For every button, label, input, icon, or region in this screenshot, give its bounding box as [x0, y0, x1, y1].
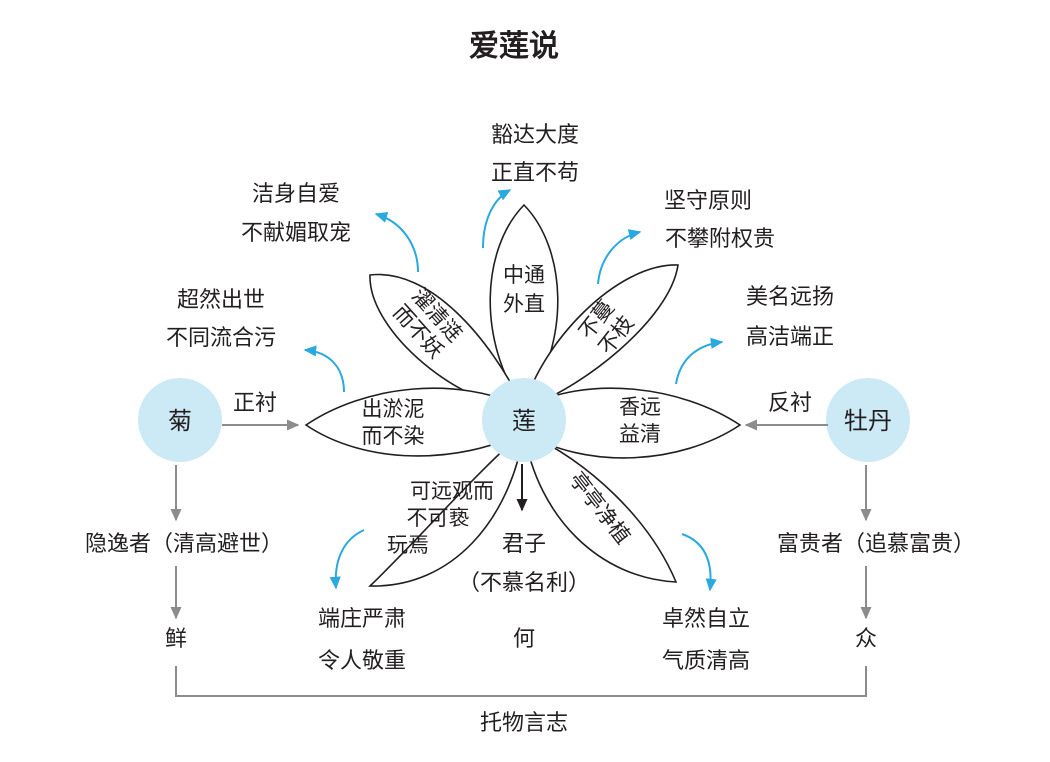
- diagram-title: 爱莲说: [469, 29, 559, 64]
- trait-lower-left-line2: 令人敬重: [318, 649, 406, 674]
- right-node: [826, 378, 910, 462]
- relation-left-label: 正衬: [233, 391, 277, 416]
- petal-upper-right: [522, 264, 679, 410]
- center-node-label: 莲: [512, 407, 536, 435]
- petal-lower-left: [368, 430, 526, 587]
- left-node: [138, 378, 222, 462]
- footer-label: 托物言志: [480, 711, 568, 736]
- arrow-upper-right-trait: [597, 229, 642, 285]
- relation-right-label: 反衬: [768, 391, 812, 416]
- person-center-line1: 君子: [502, 532, 546, 557]
- trait-top-line2: 正直不苟: [491, 161, 579, 186]
- trait-upper-right-line1: 坚守原则: [664, 189, 752, 214]
- arrow-upper-left-trait: [374, 211, 419, 273]
- trait-lower-left-line1: 端庄严肃: [318, 607, 406, 632]
- trait-upper-right-line2: 不攀附权贵: [665, 227, 775, 252]
- right-node-label: 牡丹: [844, 407, 892, 435]
- petal-top: [489, 203, 559, 410]
- trait-right-line1: 美名远扬: [746, 285, 834, 310]
- trait-top-line1: 豁达大度: [491, 123, 579, 148]
- arrow-right-trait: [675, 337, 724, 385]
- outcome-right: 众: [855, 627, 877, 652]
- outcome-left: 鲜: [165, 627, 187, 652]
- arrow-top-trait: [482, 189, 512, 249]
- petal-lower-left-line3: 玩焉: [387, 533, 429, 557]
- arrow-lower-left-trait: [329, 529, 365, 590]
- trait-left-line1: 超然出世: [177, 288, 265, 313]
- petal-lower-right: [522, 430, 678, 583]
- person-left: 隐逸者（清高避世）: [85, 532, 283, 557]
- petal-right-line1: 香远: [619, 395, 661, 419]
- arrow-left-trait: [303, 345, 345, 393]
- petal-upper-left: [369, 273, 526, 409]
- petal-lower-left-line2: 不可亵: [407, 506, 470, 530]
- center-node: [482, 378, 566, 462]
- outcome-center: 何: [513, 627, 535, 652]
- petal-right-line2: 益清: [619, 422, 661, 446]
- left-node-label: 菊: [168, 407, 192, 435]
- petal-left: [304, 387, 525, 457]
- trait-upper-left-line2: 不献媚取宠: [241, 221, 351, 246]
- trait-lower-right-line1: 卓然自立: [662, 607, 750, 632]
- footer-bracket: [175, 666, 867, 697]
- trait-upper-left-line1: 洁身自爱: [252, 182, 340, 207]
- trait-lower-right-line2: 气质清高: [662, 649, 750, 674]
- person-right: 富贵者（追慕富贵）: [777, 532, 975, 557]
- petal-left-line2: 而不染: [362, 424, 425, 448]
- petal-right: [523, 387, 742, 459]
- arrow-lower-right-trait: [681, 533, 717, 592]
- petal-top-line2: 外直: [503, 292, 545, 316]
- petal-top-line1: 中通: [503, 263, 545, 287]
- petal-lower-left-line1: 可远观而: [410, 479, 494, 503]
- person-center-line2: （不慕名利）: [458, 571, 590, 596]
- trait-right-line2: 高洁端正: [746, 325, 834, 350]
- trait-left-line2: 不同流合污: [166, 326, 276, 351]
- petal-left-line1: 出淤泥: [362, 397, 425, 421]
